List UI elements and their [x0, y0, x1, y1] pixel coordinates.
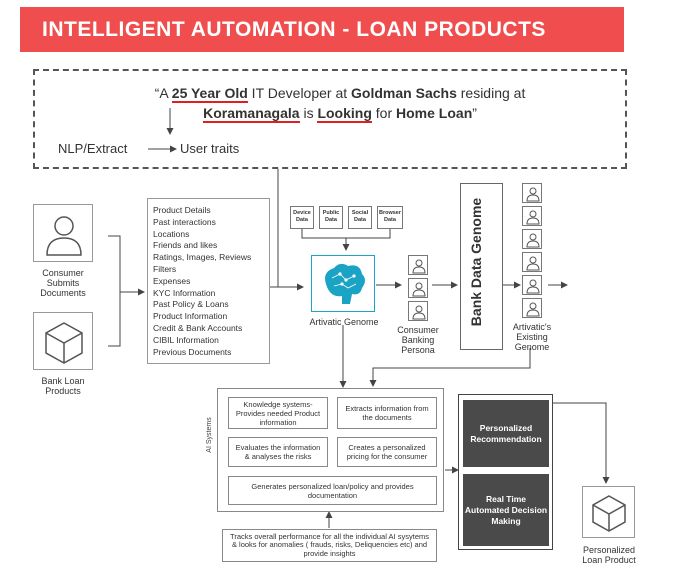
data-list-item: Past interactions: [153, 216, 216, 227]
bank-icon-box: [33, 312, 93, 370]
data-list-item: Credit & Bank Accounts: [153, 322, 243, 333]
persona-label: Consumer Banking Persona: [397, 325, 439, 355]
cube-icon: [592, 495, 626, 532]
ai-systems-box: [217, 388, 444, 512]
trait-location: Koramanagala: [203, 105, 300, 123]
data-list-item: Ratings, Images, Reviews: [153, 252, 252, 263]
data-list-item: Filters: [153, 263, 177, 274]
persona-user-icon: [408, 255, 428, 275]
nlp-label: NLP/Extract: [58, 141, 128, 156]
existing-user-icon: [522, 183, 542, 203]
persona-user-icon: [408, 301, 428, 321]
document-generation-box: Generates personalized loan/policy and p…: [228, 476, 437, 505]
data-list-item: Friends and likes: [153, 240, 218, 251]
consumer-icon-box: [33, 204, 93, 262]
recommendation-box: Personalized Recommendation: [463, 400, 549, 467]
data-list-item: Product Details: [153, 205, 211, 215]
monitoring-box: Tracks overall performance for all the i…: [222, 529, 437, 562]
bank-genome-label: Bank Data Genome: [468, 197, 484, 327]
existing-user-icon: [522, 229, 542, 249]
quote-line-1: “A 25 Year Old IT Developer at Goldman S…: [60, 83, 620, 103]
risk-evaluation-box: Evaluates the information & analyses the…: [228, 437, 328, 467]
existing-user-icon: [522, 206, 542, 226]
quote-for: for: [371, 105, 397, 121]
existing-user-icon: [522, 298, 542, 318]
cube-icon: [45, 322, 83, 364]
bank-genome-box: [460, 183, 503, 350]
genome-box: [311, 255, 375, 312]
data-list-item: Past Policy & Loans: [153, 299, 229, 310]
personalized-product-label: Personalized Loan Product: [582, 545, 636, 565]
trait-intent: Looking: [317, 105, 372, 123]
data-list-item: Locations: [153, 228, 190, 239]
genome-label: Artivatic Genome: [309, 317, 379, 327]
page-title: INTELLIGENT AUTOMATION - LOAN PRODUCTS: [20, 7, 624, 52]
quote-open: “A: [154, 85, 172, 101]
data-list-item: Previous Documents: [153, 346, 232, 357]
knowledge-system-box: Knowledge systems- Provides needed Produ…: [228, 397, 328, 429]
brain-icon: [325, 263, 365, 304]
pricing-system-box: Creates a personalized pricing for the c…: [337, 437, 437, 467]
quote-residing: residing at: [456, 85, 526, 101]
existing-user-icon: [522, 252, 542, 272]
bank-label: Bank Loan Products: [41, 376, 85, 396]
consumer-label: Consumer Submits Documents: [40, 268, 86, 298]
persona-user-icon: [408, 278, 428, 298]
user-traits-label: User traits: [180, 141, 240, 156]
trait-company: Goldman Sachs: [351, 85, 457, 101]
decision-making-box: Real Time Automated Decision Making: [463, 474, 549, 546]
extraction-system-box: Extracts information from the documents: [337, 397, 437, 429]
trait-age: 25 Year Old: [171, 85, 248, 103]
quote-role: IT Developer at: [247, 85, 352, 101]
user-query-text: “A 25 Year Old IT Developer at Goldman S…: [60, 83, 620, 123]
user-query-box: [33, 69, 627, 169]
trait-product: Home Loan: [396, 105, 473, 121]
product-icon-box: [582, 486, 635, 538]
ai-systems-label: AI Systems: [206, 417, 213, 453]
quote-line-2: Koramanagala is Looking for Home Loan”: [60, 103, 620, 123]
quote-close: ”: [472, 105, 477, 121]
existing-genome-label: Artivatic's Existing Genome: [512, 322, 552, 352]
data-list-item: Product Information: [153, 311, 228, 322]
user-icon: [46, 216, 82, 256]
data-list-item: CIBIL Information: [153, 334, 219, 345]
quote-is: is: [299, 105, 318, 121]
existing-user-icon: [522, 275, 542, 295]
data-list-item: KYC Information: [153, 287, 216, 298]
data-list-item: Expenses: [153, 275, 191, 286]
data-list-box: [147, 198, 270, 364]
